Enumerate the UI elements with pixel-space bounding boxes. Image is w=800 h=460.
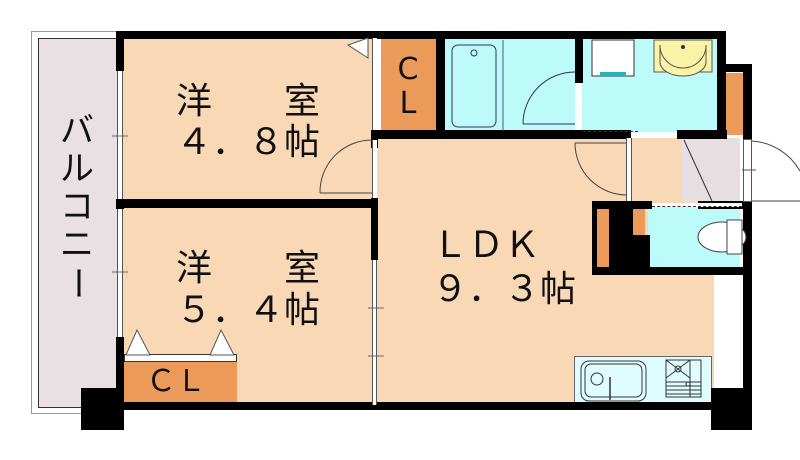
closet-bottom [124, 361, 237, 405]
wall-right-upper [743, 64, 752, 140]
wall-closet-bottom [371, 130, 631, 139]
pipe-shaft-2 [632, 235, 650, 269]
wall-bath-wash [575, 31, 583, 83]
wall-right-lower [743, 201, 752, 427]
wall-wash-right [717, 31, 726, 139]
bedroom-4-8-name: 洋 室 [176, 81, 321, 122]
wall-toilet-top [592, 201, 652, 209]
door-swing-hall [574, 142, 628, 196]
stove-icon [665, 359, 702, 398]
wall-top-step2 [717, 64, 752, 72]
door-swing-bath [522, 71, 576, 125]
closet-hinge-icon [346, 37, 369, 59]
door-jamb-bed1 [372, 140, 377, 198]
wall-top-left [116, 31, 378, 39]
closet-top [381, 38, 436, 130]
sliding-door-bed2[interactable] [372, 260, 377, 405]
window-bedroom2[interactable] [117, 209, 123, 339]
wall-bedroom-divider [116, 199, 378, 208]
closet-top-label: C L [397, 52, 419, 121]
wall-wash-bottom-right [677, 130, 727, 139]
hall-partition [626, 138, 632, 204]
closet-door-right-icon [209, 328, 235, 356]
wall-closet-bath [436, 31, 445, 137]
column-bottom-right [711, 388, 752, 430]
washing-machine-icon [591, 39, 635, 77]
closet-bottom-label: ＣＬ [146, 364, 206, 399]
ldk-name: ＬＤＫ [432, 225, 541, 266]
pipe-shaft [609, 209, 633, 269]
wall-bed1-door-jamb [372, 38, 377, 138]
wall-left-top [116, 31, 124, 71]
wall-toilet-left [592, 201, 597, 273]
wall-top-right [376, 31, 726, 39]
ldk-size: ９．３帖 [432, 269, 577, 310]
pipe-space-left [596, 209, 609, 269]
bedroom-4-8-size: ４．８帖 [176, 122, 321, 163]
bathtub-icon [451, 44, 497, 128]
door-swing-bedroom1 [319, 139, 373, 194]
toilet-door-sliding[interactable] [652, 203, 742, 207]
kitchen-sink-icon [580, 360, 647, 402]
column-bottom-left [81, 388, 124, 430]
door-swing-entrance [751, 140, 800, 172]
closet-bottom-rail [124, 354, 237, 362]
bedroom-4-8-floor [122, 38, 372, 203]
wall-left-bottom [116, 337, 124, 407]
bedroom-5-4-name: 洋 室 [176, 248, 321, 289]
wall-toilet-bottom [592, 267, 752, 275]
bath-door[interactable] [576, 83, 582, 130]
entrance-step-line [683, 139, 713, 202]
entrance [682, 138, 740, 202]
closet-door-left-icon [125, 328, 151, 356]
wall-bed1-closet [371, 31, 378, 39]
bedroom-5-4-size: ５．４帖 [176, 290, 321, 331]
balcony-label: バ ル コ ニ ー [57, 111, 98, 301]
wall-bed2-ldk [371, 198, 378, 260]
pipe-space-right [632, 209, 645, 235]
wash-door-sliding[interactable] [583, 131, 638, 134]
wall-bottom [116, 402, 716, 410]
bathroom [445, 38, 575, 132]
